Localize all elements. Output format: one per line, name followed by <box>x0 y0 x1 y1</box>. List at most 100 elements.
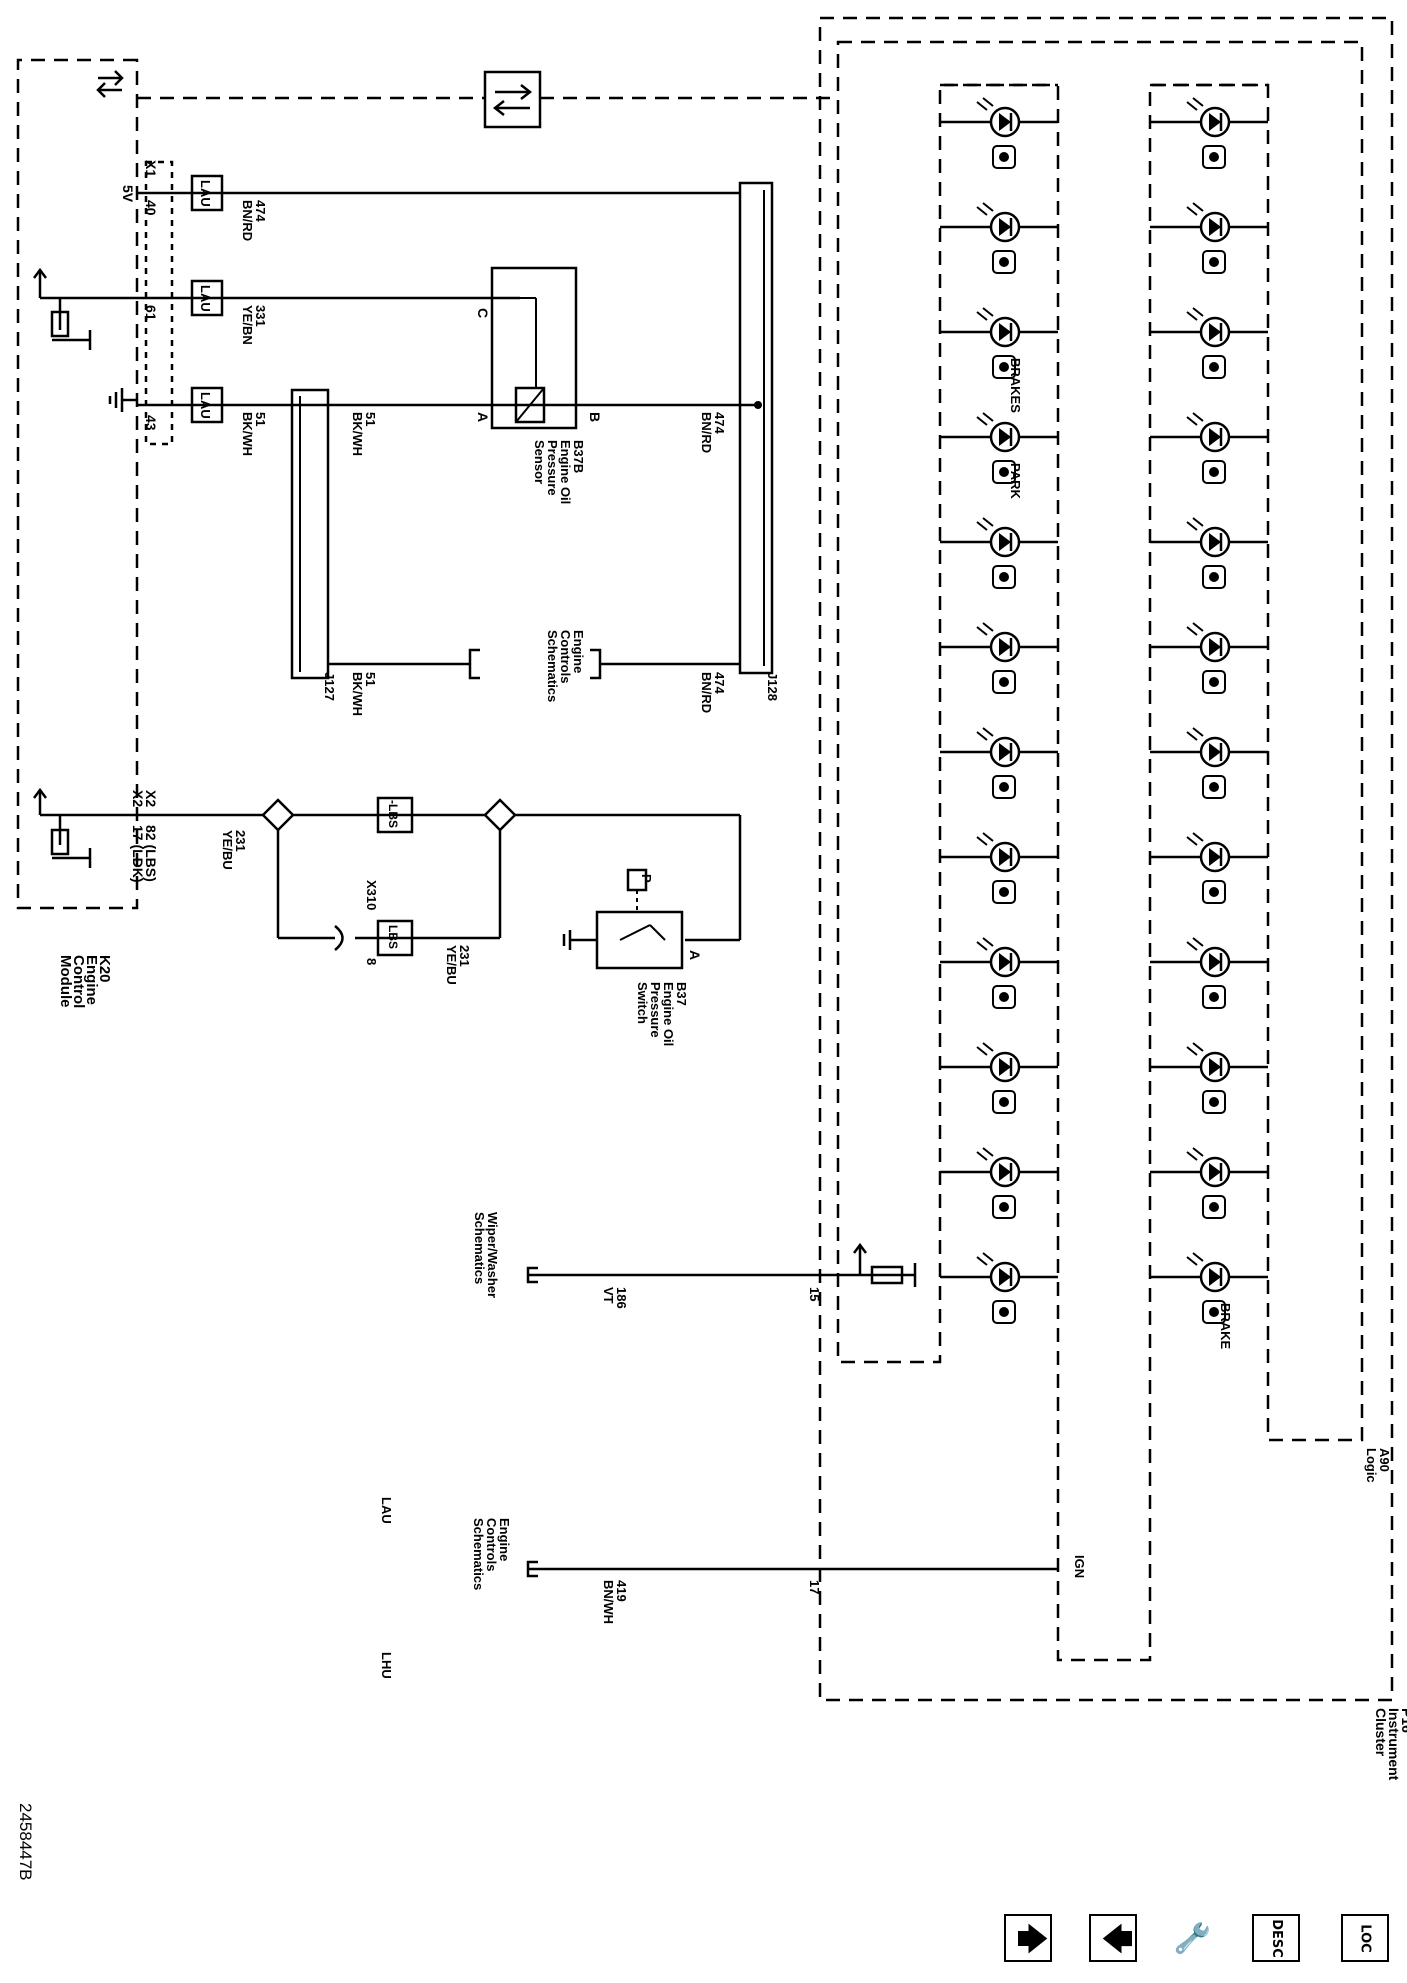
switch-name-2: Pressure <box>648 982 663 1038</box>
wire-331 <box>137 279 520 317</box>
ref-wiper-2: Schematics <box>472 1212 487 1284</box>
wire-186-color: VT <box>601 1287 616 1304</box>
splice-j128 <box>600 181 774 675</box>
indicator-row <box>1150 1042 1268 1114</box>
side-lamp-icon <box>1202 145 1226 169</box>
ref-engine-controls-1: Engine <box>497 1518 512 1561</box>
option-lhu: LHU <box>379 1652 394 1679</box>
wire-331-color: YE/BN <box>240 305 255 345</box>
cruise-icon <box>1202 775 1226 799</box>
ecm-name-3: Module <box>57 955 74 1008</box>
wire-474-color: BN/RD <box>699 672 714 713</box>
cluster-name-2: Cluster <box>1373 1708 1389 1757</box>
sensor-pin-b: B <box>587 412 603 422</box>
indicator-row <box>1150 517 1268 589</box>
indicator-row <box>940 622 1058 694</box>
wire-474-number: 474 <box>712 672 727 694</box>
indicator-row <box>940 517 1058 589</box>
abs-icon <box>1202 1195 1226 1219</box>
loc-button[interactable]: LOC <box>1341 1914 1389 1962</box>
wire-51-number: 51 <box>363 672 378 686</box>
ecm-name-1: Engine <box>83 955 100 1005</box>
airbag-icon <box>1202 1090 1226 1114</box>
ref-engine-controls-3: Schematics <box>545 630 560 702</box>
diag-button[interactable]: 🔧 <box>1168 1914 1216 1962</box>
wire-231-color: YE/BU <box>220 830 235 870</box>
option-nolbs: -LBS <box>386 800 400 828</box>
pullup-resistor-icon <box>33 787 137 868</box>
indicator-row <box>1150 97 1268 169</box>
connector-x2: X2 <box>143 790 159 807</box>
wire-186-number: 186 <box>614 1287 629 1309</box>
sensor-pin-c: C <box>475 308 491 318</box>
upshift-arrow-icon <box>992 880 1016 904</box>
indicator-label: BRAKES <box>1008 358 1023 413</box>
ref-engine-controls-3: Schematics <box>471 1518 486 1590</box>
sensor-pin-a: A <box>475 412 491 422</box>
pin-8: 8 <box>364 958 379 965</box>
loc-label: LOC <box>1357 1923 1373 1953</box>
wire-331-number: 331 <box>253 305 268 327</box>
check-engine-icon <box>992 1300 1016 1324</box>
down-button[interactable]: 🡇 <box>1089 1914 1137 1962</box>
park-assist-icon <box>1202 670 1226 694</box>
ref-engine-controls-2: Controls <box>484 1518 499 1571</box>
wire-419-color: BN/WH <box>601 1580 616 1624</box>
indicator-row <box>1150 832 1268 904</box>
glow-plug-icon <box>992 145 1016 169</box>
indicator-row <box>1150 937 1268 1009</box>
indicator-row <box>1150 412 1268 484</box>
switch-ref: B37 <box>674 982 689 1006</box>
high-beam-icon <box>992 775 1016 799</box>
sensor-name-1: Engine Oil <box>558 440 573 504</box>
indicator-row <box>940 832 1058 904</box>
indicator-row <box>1150 727 1268 799</box>
up-button[interactable]: 🡅 <box>1004 1914 1052 1962</box>
traction-off-icon <box>992 670 1016 694</box>
indicator-row <box>940 1042 1058 1114</box>
wire-419 <box>526 1560 1058 1578</box>
desc-label: DESC <box>1268 1918 1284 1958</box>
ground-icon <box>108 388 137 412</box>
indicator-row <box>940 937 1058 1009</box>
inner-indicator-column: BRAKES PARK <box>940 97 1058 1324</box>
diagram-id: 2458447B <box>16 1803 35 1881</box>
wire-419-number: 419 <box>614 1580 629 1602</box>
wire-474-color: BN/RD <box>240 200 255 241</box>
up-arrow-icon: 🡅 <box>1013 1922 1049 1954</box>
option-lau: LAU <box>198 285 213 312</box>
pin-43: 43 <box>143 415 159 431</box>
tire-pressure-icon <box>1202 880 1226 904</box>
downshift-arrow-icon <box>992 985 1016 1009</box>
fog-lamp-icon <box>1202 355 1226 379</box>
indicator-label: PARK <box>1008 463 1023 499</box>
option-lau: LAU <box>198 392 213 419</box>
indicator-label: BRAKE <box>1218 1303 1233 1350</box>
serial-data-line <box>137 70 838 129</box>
connector-x1: X1 <box>143 160 159 177</box>
option-lbs: LBS <box>386 925 400 949</box>
wire-474 <box>137 174 740 212</box>
desc-button[interactable]: DESC <box>1252 1914 1300 1962</box>
pullup-resistor-icon <box>33 267 137 350</box>
stabilitrak-off-icon <box>1202 565 1226 589</box>
wire-51-number: 51 <box>363 412 378 426</box>
bulb-out-icon <box>992 1090 1016 1114</box>
battery-icon <box>992 1195 1016 1219</box>
ecm-ref: K20 <box>96 955 113 983</box>
indicator-row <box>1150 202 1268 274</box>
voltage-5v: 5V <box>120 185 136 203</box>
serial-data-icon <box>96 70 124 98</box>
wire-51-color: BK/WH <box>350 672 365 716</box>
indicator-row: BRAKE <box>1150 1252 1268 1350</box>
outer-indicator-column: BRAKE <box>1150 97 1268 1350</box>
ref-wiper-1: Wiper/Washer <box>485 1212 500 1298</box>
indicator-row <box>1150 1147 1268 1219</box>
sensor-name-3: Sensor <box>532 440 547 484</box>
brake-text-icon <box>1202 1300 1226 1324</box>
ref-engine-controls-1: Engine <box>571 630 586 673</box>
park-brake-icon <box>992 460 1016 484</box>
ecm-name-2: Control <box>70 955 87 1008</box>
oil-pressure-icon <box>1202 460 1226 484</box>
wire-474-color: BN/RD <box>699 412 714 453</box>
